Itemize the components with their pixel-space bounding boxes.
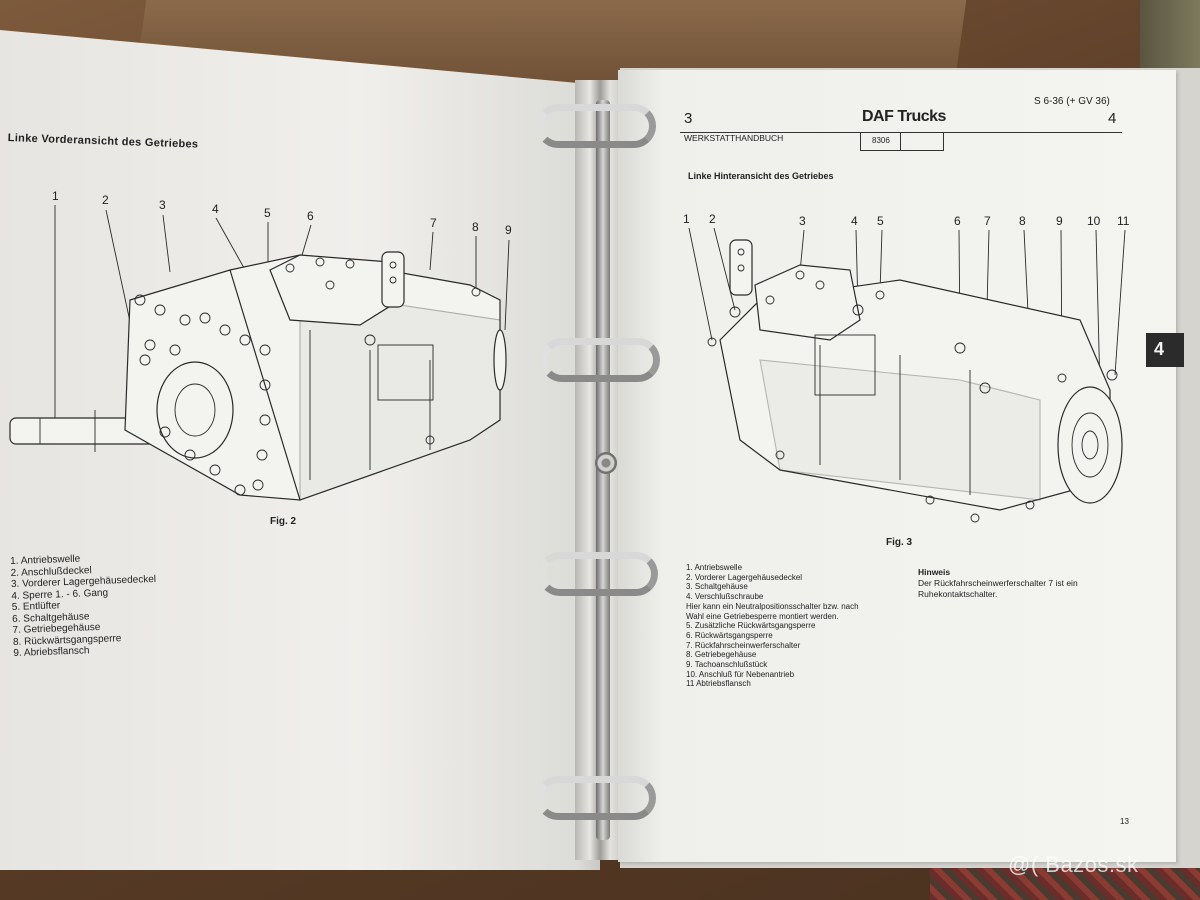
manual-code: S 6-36 (+ GV 36) <box>1034 96 1110 107</box>
left-callout-5: 5 <box>264 206 271 220</box>
legend-item: 4. Verschlußschraube <box>686 592 764 602</box>
binder-ring-bottom <box>536 776 656 820</box>
legend-item: 5. Zusätzliche Rückwärtsgangsperre <box>686 621 816 631</box>
right-page-heading: Linke Hinteransicht des Getriebes <box>688 171 834 181</box>
right-callout-2: 2 <box>709 212 716 226</box>
right-legend: 1. Antriebswelle 2. Vorderer Lagergehäus… <box>686 563 859 689</box>
left-callout-1: 1 <box>52 189 59 203</box>
right-gearbox-drawing <box>688 227 1126 523</box>
header-box <box>860 132 944 151</box>
left-figure-caption: Fig. 2 <box>270 516 297 527</box>
header-brand: DAF Trucks <box>862 108 946 125</box>
left-callout-2: 2 <box>102 193 109 207</box>
left-callout-8: 8 <box>472 220 479 234</box>
right-callout-4: 4 <box>851 214 858 228</box>
chapter-tab-label: 4 <box>1154 339 1165 359</box>
legend-item: 10. Anschluß für Nebenantrieb <box>686 669 795 679</box>
header-box-divider <box>900 132 901 150</box>
right-callout-10: 10 <box>1087 214 1101 228</box>
left-callout-4: 4 <box>212 202 219 216</box>
left-callout-6: 6 <box>307 209 314 223</box>
binder-ring-upper-mid <box>540 338 660 382</box>
header-chapter: 3 <box>684 110 693 127</box>
right-callout-8: 8 <box>1019 214 1026 228</box>
right-callout-6: 6 <box>954 214 961 228</box>
header-section: 4 <box>1108 110 1117 127</box>
legend-item: 2. Vorderer Lagergehäusedeckel <box>686 572 803 582</box>
right-callout-9: 9 <box>1056 214 1063 228</box>
legend-item: 8. Getriebegehäuse <box>686 650 757 660</box>
left-gearbox-drawing <box>9 205 510 501</box>
right-callout-11: 11 <box>1117 214 1130 228</box>
legend-item: 7. Rückfahrscheinwerferschalter <box>686 640 801 650</box>
left-callout-9: 9 <box>505 223 512 237</box>
watermark: @( Bazos.sk <box>1008 852 1139 877</box>
right-callout-3: 3 <box>799 214 806 228</box>
binder-ring-lower-mid <box>538 552 658 596</box>
note-body: Der Rückfahrscheinwerferschalter 7 ist e… <box>918 578 1078 599</box>
left-callout-7: 7 <box>430 216 437 230</box>
note-title: Hinweis <box>918 567 951 577</box>
legend-item: 11 Abtriebsflansch <box>686 679 751 689</box>
legend-item: Wahl eine Getriebesperre montiert werden… <box>686 611 839 621</box>
right-figure-caption: Fig. 3 <box>886 537 913 548</box>
right-callout-5: 5 <box>877 214 884 228</box>
binder-rivet <box>595 452 617 474</box>
header-subtitle: WERKSTATTHANDBUCH <box>684 133 784 143</box>
legend-item: 9. Tachoanschlußstück <box>686 660 768 670</box>
legend-item: 3. Schaltgehäuse <box>686 582 748 592</box>
legend-item: 6. Rückwärtsgangsperre <box>686 630 773 640</box>
right-callout-7: 7 <box>984 214 991 228</box>
legend-item: Hier kann ein Neutralpositionsschalter b… <box>686 601 859 611</box>
binder-ring-top <box>536 104 656 148</box>
page-number: 13 <box>1120 817 1129 826</box>
chapter-tab <box>1146 333 1184 367</box>
right-callout-1: 1 <box>683 212 690 226</box>
header-box-value: 8306 <box>872 136 890 145</box>
left-callout-3: 3 <box>159 198 166 212</box>
legend-item: 1. Antriebswelle <box>686 563 743 572</box>
header-rule <box>680 110 1122 133</box>
left-legend: 1. Antriebswelle 2. Anschlußdeckel 3. Vo… <box>10 551 159 660</box>
